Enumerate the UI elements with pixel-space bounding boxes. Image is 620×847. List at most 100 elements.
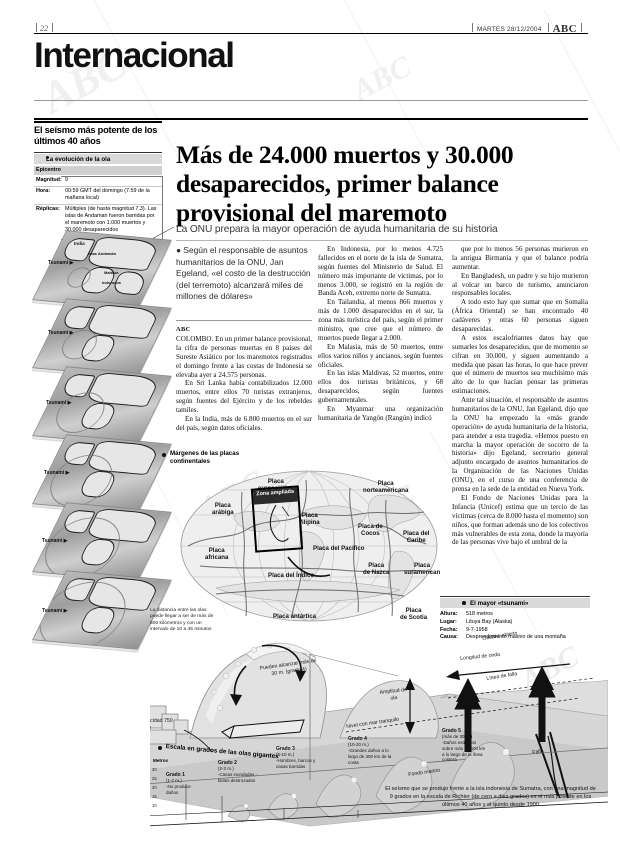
grade-range: (10-20 m.): [348, 742, 369, 748]
zoom-area-pointer: [287, 556, 331, 577]
infobox-rule: [34, 152, 162, 153]
record-box-rule: [440, 596, 590, 597]
panel-label: Islas Andamán: [88, 251, 117, 256]
masthead-rule: [34, 33, 588, 34]
map-plate: [32, 366, 172, 446]
table-row: Réplicas: Múltiples (de hasta magnitud 7…: [34, 205, 162, 236]
paragraph: En Sri Lanka había contabilizados 12.000…: [176, 379, 312, 415]
paragraph: A todo esto hay que sumar que en Somalia…: [452, 298, 588, 334]
article-subhead: La ONU prepara la mayor operación de ayu…: [176, 224, 498, 235]
row-key: Magnitud:: [36, 177, 62, 184]
tsunami-marker: Tsunami ▶: [48, 330, 74, 336]
plates-map-heading: Márgenes de las placas continentales: [170, 450, 240, 465]
table-row: Magnitud: 9: [34, 176, 162, 187]
paragraph: El Fondo de Naciones Unidas para la Infa…: [452, 493, 588, 547]
grade-item: Grado 1 (1-2 m.) -No produce daños: [166, 772, 196, 796]
scale-axis-label: Metros: [153, 758, 169, 763]
grade-name: Grado 1: [166, 772, 185, 778]
paragraph: En Indonesia, por lo menos 4.725 falleci…: [318, 245, 443, 298]
axis-tick: 20: [152, 785, 157, 790]
row-key: Fecha:: [440, 626, 458, 633]
grade-item: Grado 2 (2-3 m.) -Casas inundadas -Botes…: [218, 760, 258, 784]
epicenter-table: Epicentro Magnitud: 9 Hora: 00:59 GMT de…: [34, 166, 163, 240]
grade-desc: -Daños extremos sobre más de 500 km a lo…: [442, 740, 486, 763]
bullet-icon: [46, 155, 50, 159]
axis-tick: 30: [152, 767, 157, 772]
record-box-rows: Altura: 518 metros Lugar: Lituya Bay (Alas…: [440, 611, 590, 642]
watermark-line: [94, 0, 189, 178]
grade-desc: -Casas inundadas -Botes destrozados: [218, 772, 258, 783]
article-headline: Más de 24.000 muertos y 30.000 desaparec…: [176, 140, 514, 227]
landmass: [84, 304, 161, 340]
paragraph: A estos escalofriantes datos hay que sum…: [452, 333, 588, 396]
tsunami-panel: India Islas Andamán Malasia Indonesia Ts…: [32, 230, 172, 310]
lead-rule: [176, 320, 312, 321]
map-plate: [32, 298, 172, 378]
content-top-rule: [34, 118, 588, 120]
row-value: 00:59 GMT del domingo (7.59 de la mañana…: [65, 187, 150, 201]
grade-name: Grado 2: [218, 760, 237, 766]
evolution-label: La evolución de la ola: [46, 155, 111, 163]
infobox-title: El seísmo más potente de los últimos 40 …: [34, 125, 158, 146]
infobox-top-rule: [34, 121, 162, 123]
article-column-1: ABC COLOMBO. En un primer balance provis…: [176, 326, 312, 433]
grade-item: Grado 3 (5-10 m.) -Hombres, barcos y cas…: [276, 746, 324, 770]
article-column-2: En Indonesia, por lo menos 4.725 falleci…: [318, 245, 443, 423]
row-key: Hora:: [36, 187, 51, 194]
row-value: Múltiples (de hasta magnitud 7.3). Las i…: [65, 205, 157, 233]
table-row: Hora: 00:59 GMT del domingo (7.59 de la …: [34, 187, 162, 205]
tsunami-sequence: India Islas Andamán Malasia Indonesia Ts…: [30, 230, 172, 650]
record-row: Altura: 518 metros: [440, 611, 590, 619]
row-value: 9-7-1958: [466, 626, 488, 633]
tsunami-panel: Tsunami ▶: [32, 570, 172, 650]
grade-name: Grado 5: [442, 728, 461, 734]
grade-desc: -No produce daños: [166, 784, 191, 795]
speed-label: Velocidad 750 km/h: [150, 718, 173, 731]
paragraph: En la India, más de 6.800 muertos en el …: [176, 415, 312, 432]
row-key: Réplicas:: [36, 205, 60, 212]
evolution-header: La evolución de la ola: [34, 154, 162, 164]
grade-item: Grado 4 (10-20 m.) -Grandes daños a lo l…: [348, 736, 396, 765]
paragraph: En Myanmar una organización humanitaria …: [318, 405, 443, 422]
record-row: Causa:Desprendimiento masivo de una mont…: [440, 634, 590, 642]
paragraph: En Bangladesh, un padre y su hijo murier…: [452, 271, 588, 298]
tsunami-panel: Tsunami ▶: [32, 434, 172, 514]
record-box-title: El mayor «tsunami»: [470, 599, 529, 607]
dateline-date: MARTES 28/12/2004: [476, 26, 542, 33]
panel-label: Indonesia: [102, 280, 121, 285]
subhead-rule: [176, 240, 588, 241]
axis-tick: 25: [152, 776, 157, 781]
row-key: Lugar:: [440, 618, 457, 625]
section-divider: [34, 100, 588, 101]
panel-label: Malasia: [104, 270, 119, 275]
bullet-icon: [158, 746, 162, 750]
tsunami-panel: Tsunami ▶: [32, 502, 172, 582]
panel-label: India: [74, 241, 85, 246]
record-box-header: El mayor «tsunami»: [440, 598, 590, 608]
brand-logo: ABC: [552, 23, 577, 35]
article-lead: ● Según el responsable de asuntos humani…: [176, 245, 311, 302]
globe-graphic: [180, 470, 438, 622]
paragraph: En Malasia, más de 50 muertos, entre ell…: [318, 342, 443, 369]
paragraph: COLOMBO. En un primer balance provisiona…: [176, 335, 312, 379]
grade-desc: -Hombres, barcos y casas barridas: [276, 758, 316, 769]
tsunami-panel: Tsunami ▶: [32, 366, 172, 446]
page-title: Internacional: [34, 36, 235, 75]
row-key: Altura:: [440, 611, 458, 617]
tectonic-plates-map: Márgenes de las placas continentales: [160, 450, 450, 630]
epicenter-table-header: Epicentro: [34, 166, 162, 177]
axis-tick: 15: [152, 794, 157, 799]
page-footnote: El seísmo que se produjo frente a la isl…: [385, 786, 596, 808]
row-value: 518 metros: [466, 611, 493, 617]
tsunami-cross-section: Fuerza: 120 toneladas Pueden alcanzar má…: [150, 620, 608, 835]
grade-range: (2-3 m.): [218, 766, 234, 772]
wave-scene-graphic: [150, 642, 608, 827]
paragraph: En Tailandia, al menos 866 muertos y más…: [318, 298, 443, 342]
row-value: Lituya Bay (Alaska): [466, 618, 513, 625]
zoom-area-detail: [269, 504, 290, 542]
page-number: 22: [36, 23, 53, 33]
scale-leader-lines: [185, 784, 359, 822]
tsunami-marker: Tsunami ▶: [42, 538, 68, 544]
row-key: Causa:: [440, 634, 458, 641]
